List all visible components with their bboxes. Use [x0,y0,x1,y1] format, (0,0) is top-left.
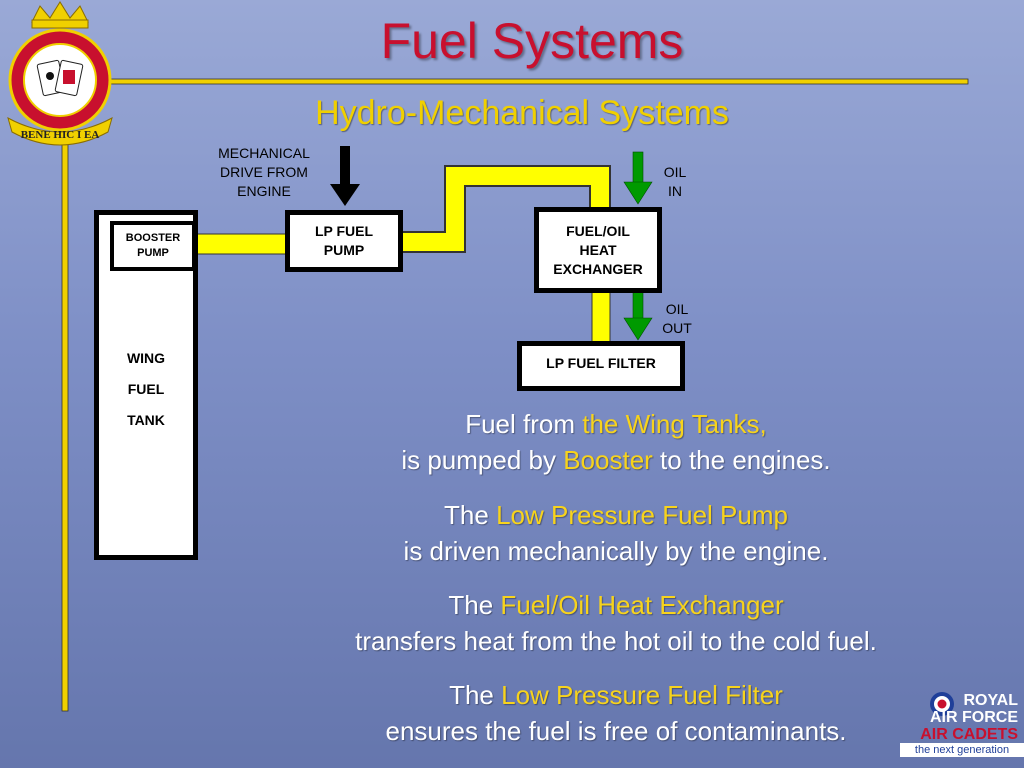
mech-label-line: DRIVE FROM [220,164,308,180]
para-text: is driven mechanically by the engine. [403,536,829,566]
oil-in-label: OIL IN [652,163,698,201]
booster-pump: BOOSTER PUMP [110,221,196,271]
para-highlight: Low Pressure Fuel Pump [496,500,788,530]
paragraph-filter: The Low Pressure Fuel Filter ensures the… [256,677,976,749]
para-text: ensures the fuel is free of contaminants… [385,716,847,746]
page-title: Fuel Systems [380,13,684,69]
oil-out-arrow [623,289,653,341]
pump-label-line: PUMP [323,242,365,258]
exchanger-label-line: HEAT [579,241,617,258]
fuel-line-exchanger-to-filter [591,289,611,345]
horizontal-rule [61,78,969,85]
raf-air-cadets-brand: ROYAL AIR FORCE AIR CADETS the next gene… [900,692,1024,757]
brand-tagline: the next generation [900,743,1024,757]
vertical-rule [61,78,69,712]
oil-out-line: OUT [662,320,692,336]
para-highlight: the Wing Tanks, [582,409,767,439]
raf-roundel-icon [930,692,954,716]
crest-motto: BENE HIC I EA [21,129,100,141]
oil-out-label: OIL OUT [652,300,702,338]
exchanger-label-line: EXCHANGER [553,260,643,277]
para-text: is pumped by [401,445,564,475]
para-text: The [448,590,501,620]
lp-fuel-pump: LP FUEL PUMP [285,210,403,272]
oil-in-line: IN [668,183,682,199]
brand-line-air-force: AIR FORCE [930,709,1018,726]
para-highlight: Fuel/Oil Heat Exchanger [500,590,784,620]
paragraph-booster: Fuel from the Wing Tanks, is pumped by B… [256,406,976,478]
oil-in-arrow [623,151,653,205]
para-text: Fuel from [465,409,583,439]
para-text: transfers heat from the hot oil to the c… [355,626,877,656]
paragraph-heat-exchanger: The Fuel/Oil Heat Exchanger transfers he… [256,587,976,659]
mechanical-drive-arrow [330,146,360,206]
para-highlight: Booster [563,445,653,475]
tank-label-line: TANK [127,412,165,428]
para-text: The [444,500,497,530]
exchanger-label-line: FUEL/OIL [566,222,630,239]
page-subtitle: Hydro-Mechanical Systems [315,94,729,132]
squadron-crest-logo: BENE HIC I EA [7,1,113,146]
oil-out-line: OIL [665,301,689,317]
fuel-line-booster-to-pump [195,233,288,255]
brand-line-air-cadets: AIR CADETS [920,726,1018,743]
pump-label-line: LP FUEL [314,223,374,239]
paragraph-lp-pump: The Low Pressure Fuel Pump is driven mec… [256,497,976,569]
tank-label-line: WING [126,350,166,366]
para-highlight: Low Pressure Fuel Filter [501,680,783,710]
tank-label-line: FUEL [127,381,165,397]
mech-label-line: ENGINE [237,183,291,199]
mech-label-line: MECHANICAL [218,145,310,161]
booster-label-line: PUMP [137,247,169,259]
booster-label-line: BOOSTER [125,232,181,244]
brand-line-royal: ROYAL [963,692,1018,709]
fuel-oil-heat-exchanger: FUEL/OIL HEAT EXCHANGER [534,207,662,293]
oil-in-line: OIL [663,164,687,180]
mechanical-drive-label: MECHANICAL DRIVE FROM ENGINE [196,144,332,201]
para-text: The [449,680,502,710]
lp-fuel-filter: LP FUEL FILTER [517,341,685,391]
para-text: to the engines. [652,445,831,475]
